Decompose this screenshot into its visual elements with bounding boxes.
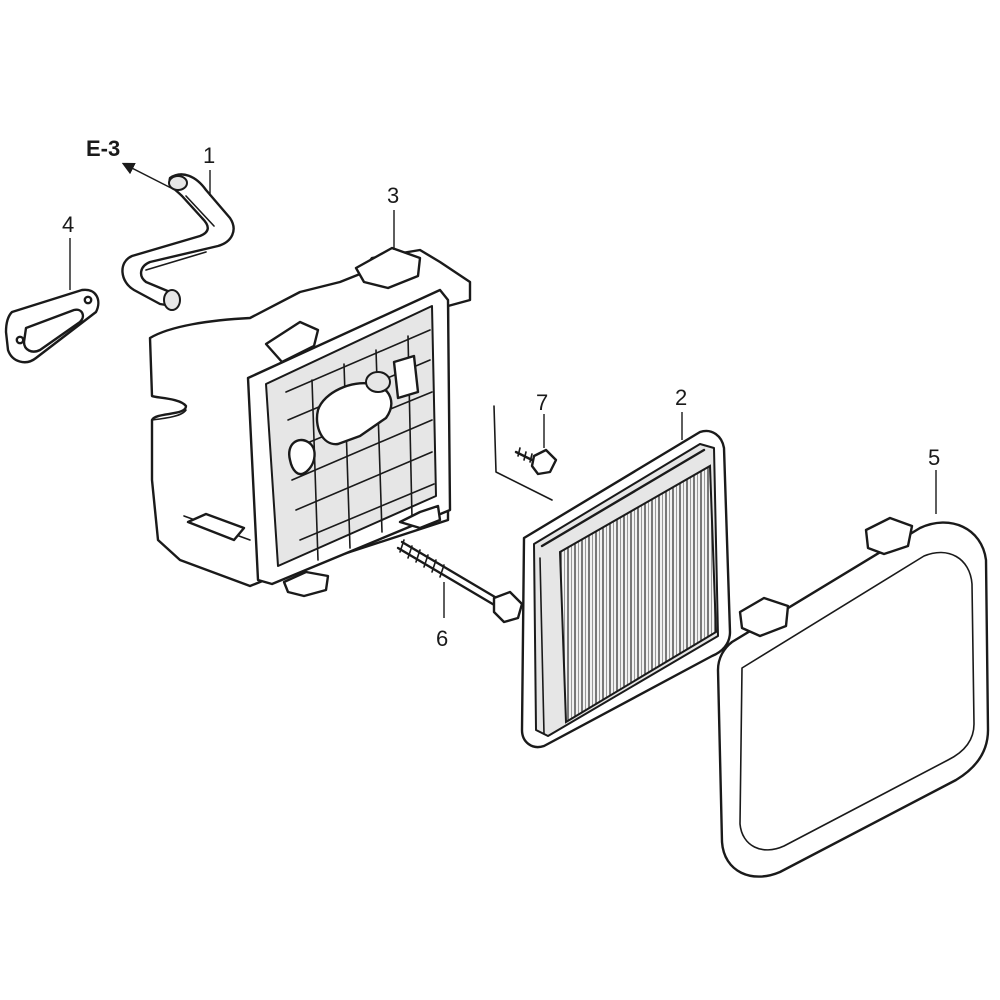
small-bolt xyxy=(493,405,558,501)
gasket xyxy=(4,288,100,364)
callout-6: 6 xyxy=(436,626,448,651)
reference-label: E-3 xyxy=(86,136,120,161)
callout-2: 2 xyxy=(675,385,687,410)
reference-arrow xyxy=(121,162,176,191)
callout-4: 4 xyxy=(62,212,74,237)
leader-lines xyxy=(69,170,937,618)
breather-tube xyxy=(121,173,235,311)
long-bolt xyxy=(396,539,524,624)
callout-3: 3 xyxy=(387,183,399,208)
callout-5: 5 xyxy=(928,445,940,470)
callout-7: 7 xyxy=(536,390,548,415)
reference-e3: E-3 xyxy=(86,136,176,191)
callout-1: 1 xyxy=(203,143,215,168)
air-cleaner-case xyxy=(148,246,472,598)
air-filter xyxy=(520,429,732,749)
air-cleaner-cover xyxy=(716,516,990,878)
callouts: 1 2 3 4 5 6 7 xyxy=(62,143,940,651)
